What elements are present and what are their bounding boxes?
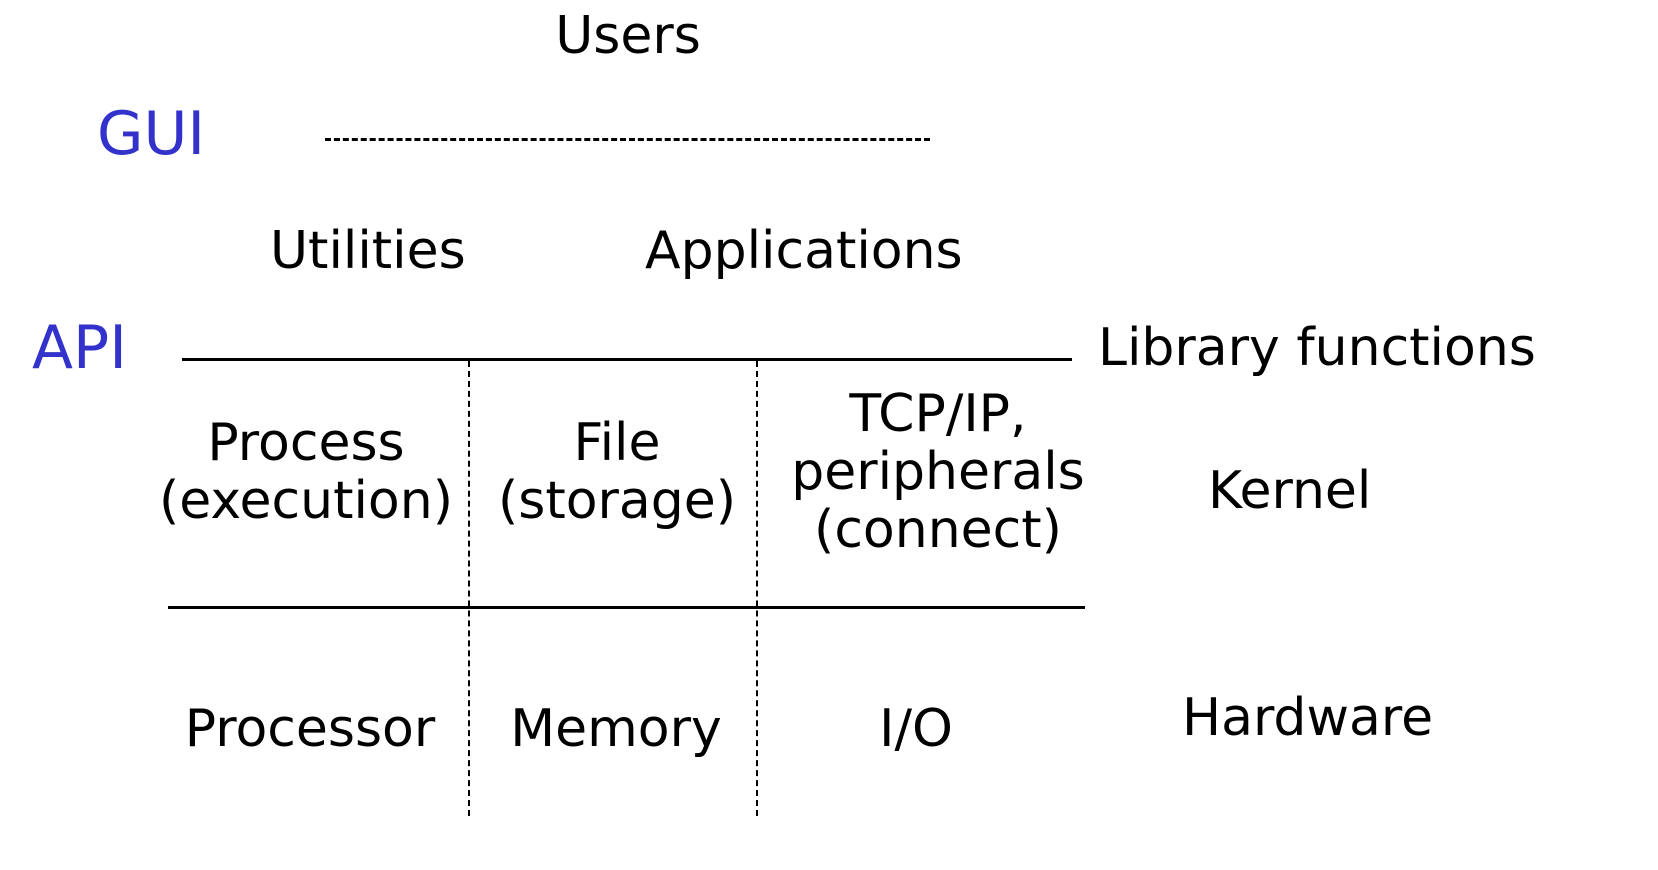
file-subtitle: (storage)	[497, 471, 737, 532]
hardware-label: Hardware	[1182, 688, 1434, 748]
network-title: TCP/IP,	[849, 384, 1027, 444]
file-title: File	[573, 413, 661, 473]
library-functions-label: Library functions	[1098, 318, 1536, 378]
utilities-label: Utilities	[270, 221, 466, 281]
network-line-2: peripherals	[791, 442, 1085, 503]
process-subtitle: (execution)	[159, 471, 453, 532]
memory-cell: Memory	[510, 699, 722, 759]
kernel-hardware-boundary-line	[168, 606, 1085, 609]
api-boundary-line	[182, 358, 1072, 361]
gui-boundary-dashed-line	[325, 138, 930, 141]
file-cell: File (storage)	[497, 413, 737, 532]
column-divider-2	[756, 361, 758, 816]
users-label: Users	[555, 6, 701, 66]
network-cell: TCP/IP, peripherals (connect)	[791, 385, 1085, 560]
api-label: API	[32, 313, 127, 383]
column-divider-1	[468, 361, 470, 816]
process-cell: Process (execution)	[159, 413, 453, 532]
kernel-label: Kernel	[1208, 461, 1372, 521]
processor-cell: Processor	[184, 699, 436, 759]
gui-label: GUI	[97, 99, 206, 169]
applications-label: Applications	[645, 221, 963, 281]
process-title: Process	[207, 413, 405, 473]
io-cell: I/O	[879, 699, 953, 759]
network-line-3: (connect)	[814, 500, 1062, 561]
